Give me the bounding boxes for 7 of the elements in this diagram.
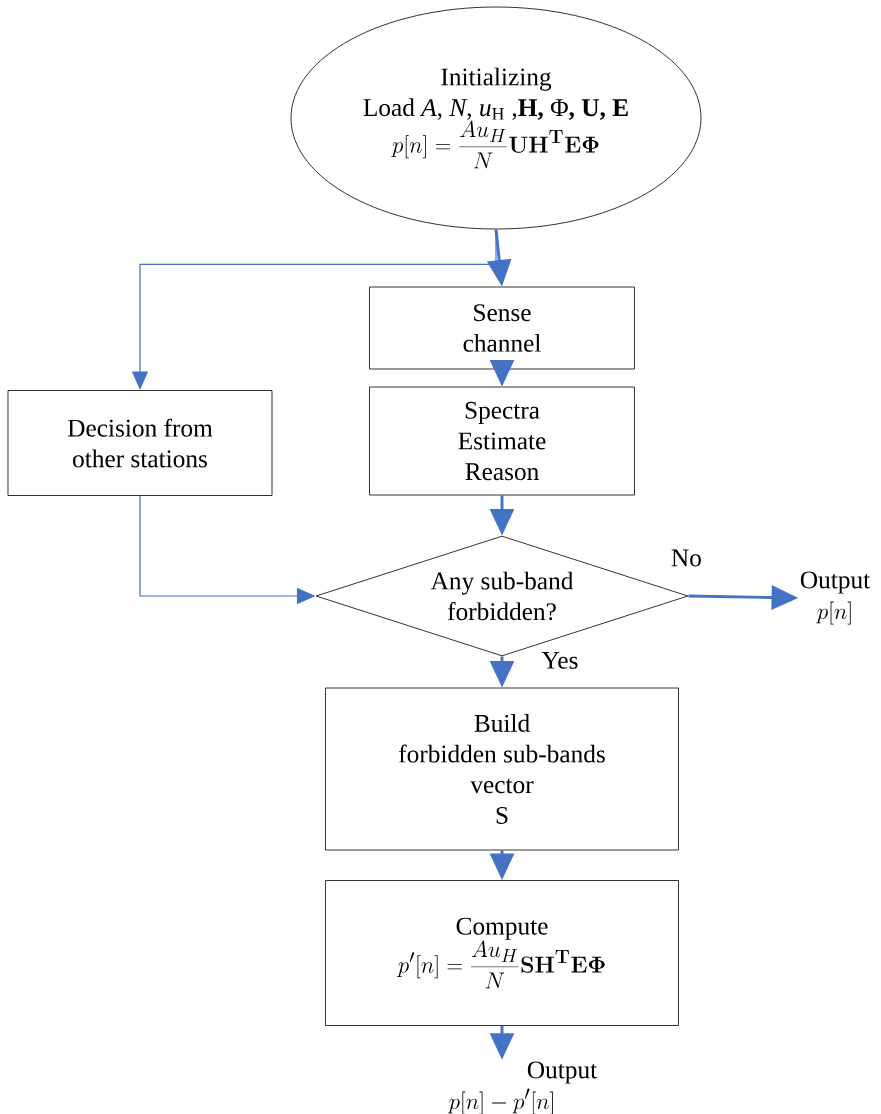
process-box: Sense channel xyxy=(369,286,635,370)
process-box: Spectra Estimate Reason xyxy=(369,386,635,496)
process-box: Compute $p'[n]=\frac{Au_{H}}{N}\mathbf{SH}^{\mathbf{T}}\mathbf{E\Phi}$ xyxy=(325,880,679,1026)
process-box: Decision from other stations xyxy=(7,390,273,496)
process-box: Build forbidden sub-bands vector S xyxy=(325,687,679,851)
output-label: Output $p[n]-p'[n]$ xyxy=(447,1061,597,1114)
output-label: Output $p[n]$ xyxy=(800,571,870,625)
